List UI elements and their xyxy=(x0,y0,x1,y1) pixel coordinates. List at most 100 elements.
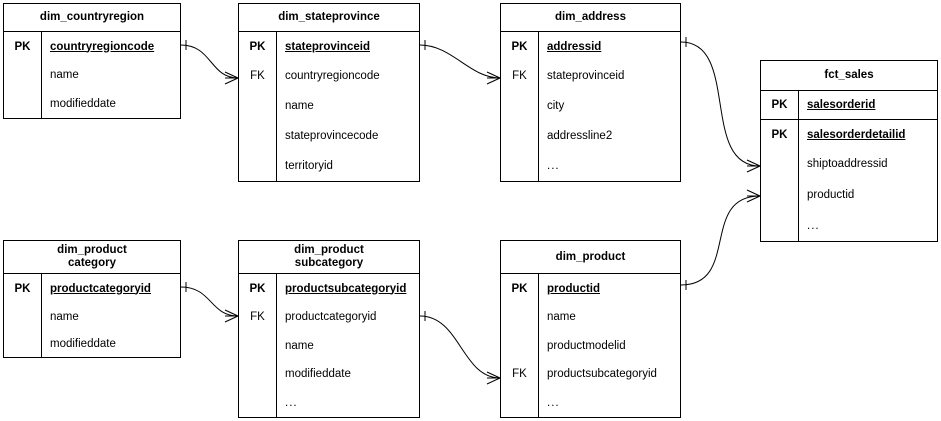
attribute-tag-column xyxy=(4,303,42,357)
key-row[interactable]: PK countryregioncode xyxy=(4,32,180,61)
entity-title-dim_product: dim_product xyxy=(501,241,680,274)
attribute-name: productmodelid xyxy=(547,339,626,352)
cardinality-many-marker xyxy=(746,159,761,173)
key-row[interactable]: PK productsubcategoryid xyxy=(239,274,419,303)
crowsfoot-prong xyxy=(746,165,761,173)
entity-title-line: fct_sales xyxy=(824,69,874,81)
key-field-label: productcategoryid xyxy=(50,282,151,295)
attribute-name: name xyxy=(50,310,79,323)
attribute-tag xyxy=(501,303,538,332)
attribute-tag xyxy=(501,121,538,151)
relationship-stateprovince-to-address[interactable] xyxy=(419,40,501,85)
crowsfoot-prong xyxy=(746,195,761,203)
crowsfoot-prong xyxy=(224,309,239,317)
attribute-name: name xyxy=(50,69,79,82)
crowsfoot-prong xyxy=(486,77,501,85)
crowsfoot-prong xyxy=(224,77,239,85)
attribute-name: productcategoryid xyxy=(285,311,377,324)
cardinality-many-marker xyxy=(224,71,239,85)
attribute-name: productid xyxy=(807,188,855,201)
cardinality-many-marker xyxy=(224,309,239,323)
attribute-name: stateprovinceid xyxy=(547,70,625,82)
key-tag: PK xyxy=(4,32,42,61)
attribute-tag xyxy=(501,332,538,361)
key-field-name: productid xyxy=(539,274,680,303)
crowsfoot-prong xyxy=(224,71,239,79)
attribute-tag xyxy=(4,303,41,330)
attribute-tag: FK xyxy=(512,70,527,82)
cardinality-many-marker xyxy=(486,71,501,85)
entity-title-line: dim_countryregion xyxy=(39,11,145,23)
attribute-tag xyxy=(239,332,276,361)
attribute-name: ... xyxy=(285,396,298,409)
key-field-label: productsubcategoryid xyxy=(285,282,407,295)
attribute-name: name xyxy=(547,311,576,324)
attribute-name: modifieddate xyxy=(50,97,116,110)
entity-title-line: subcategory xyxy=(294,257,364,269)
relationship-address-to-sales[interactable] xyxy=(680,37,761,173)
attribute-name: productsubcategoryid xyxy=(547,368,657,381)
attribute-tag-column: FK xyxy=(501,61,539,181)
attribute-tag xyxy=(4,61,41,90)
key-field-label: salesorderid xyxy=(807,99,876,111)
key-field-label: countryregioncode xyxy=(50,40,155,53)
key-field-name: productsubcategoryid xyxy=(277,274,419,303)
attribute-tag-column: FK xyxy=(239,61,277,181)
key-tag: PK xyxy=(4,274,42,303)
attribute-name-column: name modifieddate xyxy=(42,61,180,118)
attribute-name: stateprovincecode xyxy=(285,130,379,142)
entity-title-fct_sales: fct_sales xyxy=(761,61,937,91)
attribute-name: ... xyxy=(547,396,560,409)
attribute-name: territoryid xyxy=(285,160,333,172)
crowsfoot-prong xyxy=(486,377,501,385)
attribute-tag-column: FK xyxy=(501,303,539,417)
relationship-subcategory-to-product[interactable] xyxy=(419,311,501,385)
crowsfoot-prong xyxy=(746,189,761,197)
entity-title-line: dim_product xyxy=(294,244,364,256)
relationship-line xyxy=(180,44,239,79)
attribute-tag xyxy=(239,91,276,121)
relationship-productcategory-to-subcategory[interactable] xyxy=(180,282,239,323)
entity-title-line: dim_stateprovince xyxy=(278,11,380,23)
attribute-name: name xyxy=(285,339,314,352)
key-field-name: productcategoryid xyxy=(42,274,180,303)
key-tag: PK xyxy=(239,274,277,303)
relationship-line xyxy=(680,195,761,286)
key-field-label: addressid xyxy=(547,40,602,53)
key-row[interactable]: PK productcategoryid xyxy=(4,274,180,303)
relationship-countryregion-to-stateprovince[interactable] xyxy=(180,40,239,85)
key-rows-dim_countryregion: PK countryregioncode xyxy=(4,32,180,61)
attribute-block-dim_product: FK name productmodelid productsubcategoryid… xyxy=(501,303,680,417)
relationship-line xyxy=(180,286,239,317)
attribute-tag xyxy=(501,91,538,121)
attribute-tag xyxy=(501,151,538,181)
relationship-product-to-sales[interactable] xyxy=(680,189,761,290)
entity-title-line: category xyxy=(68,257,116,269)
cardinality-many-marker xyxy=(486,371,501,385)
entity-title-dim_address: dim_address xyxy=(501,4,680,32)
